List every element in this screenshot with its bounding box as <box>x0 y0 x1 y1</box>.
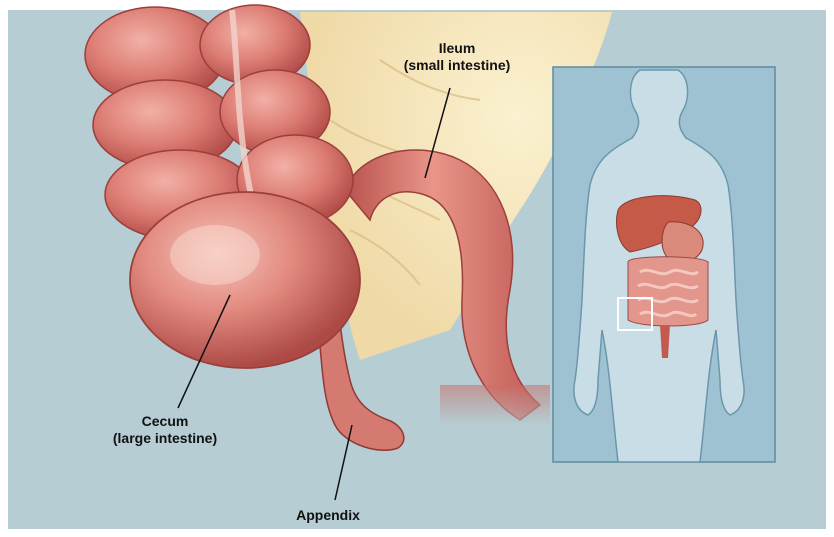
cecum-name: Cecum <box>90 413 240 430</box>
appendix-name: Appendix <box>278 507 378 524</box>
ileum-label: Ileum (small intestine) <box>378 40 536 74</box>
cecum-shape <box>130 192 360 368</box>
appendix-label: Appendix <box>278 507 378 524</box>
body-inset <box>553 67 775 462</box>
cecum-highlight <box>170 225 260 285</box>
cecum-label: Cecum (large intestine) <box>90 413 240 447</box>
ileum-name: Ileum <box>378 40 536 57</box>
ileum-fade <box>440 385 550 425</box>
cecum-sub: (large intestine) <box>90 430 240 447</box>
ileum-sub: (small intestine) <box>378 57 536 74</box>
